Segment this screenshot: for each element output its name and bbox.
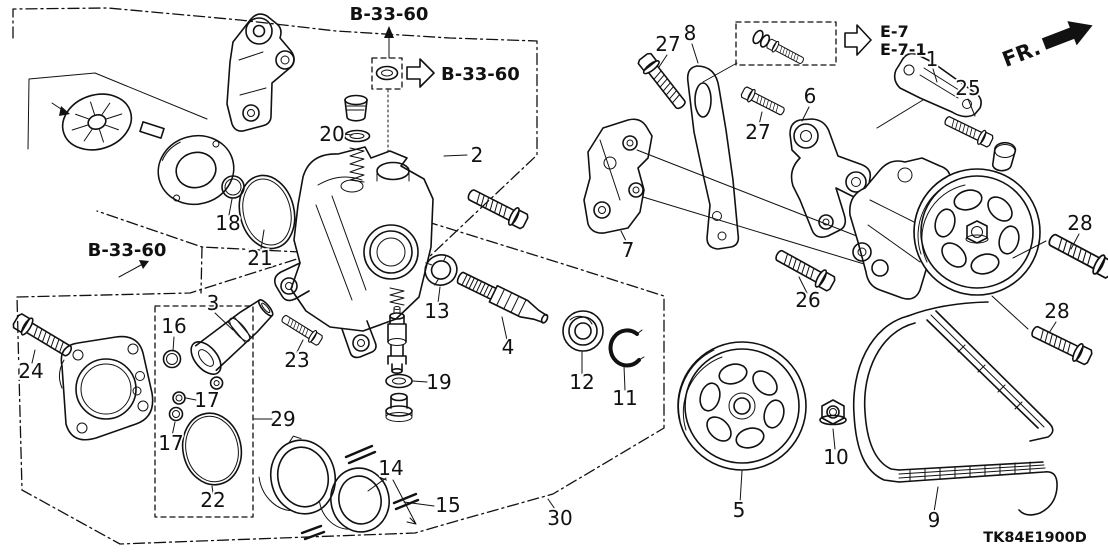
- callout-5: 5: [733, 498, 746, 522]
- callout-6: 6: [804, 84, 817, 108]
- callout-22: 22: [200, 488, 225, 512]
- callout-11: 11: [612, 386, 637, 410]
- callout-29: 29: [270, 407, 295, 431]
- callout-17a: 17: [194, 388, 219, 412]
- part-side-plate: [157, 134, 235, 206]
- ref-b3360-right: B-33-60: [441, 64, 520, 85]
- part-cam-ring: [258, 435, 337, 515]
- leader-lines: [31, 43, 1080, 513]
- part-pump-rotor: [61, 93, 133, 151]
- part-key: [139, 121, 165, 139]
- callout-27a: 27: [655, 32, 680, 56]
- callout-10: 10: [823, 445, 848, 469]
- b3360-top-arrowhead: [384, 26, 394, 38]
- part-control-valve: [387, 306, 407, 374]
- ref-b3360-top: B-33-60: [350, 4, 429, 25]
- b3360-block-arrow-icon: [406, 58, 435, 88]
- part-snap-ring-11: [608, 328, 645, 368]
- part-washer-19-inner: [392, 377, 406, 385]
- part-pump-pulley: [913, 168, 1041, 296]
- fr-arrow-icon: [1041, 21, 1093, 50]
- b3360-left-arrowhead: [139, 260, 149, 269]
- part-bracket-1: [876, 52, 982, 129]
- part-bracket-6: [789, 118, 872, 238]
- callout-14: 14: [378, 456, 403, 480]
- oring-small: [375, 65, 399, 81]
- part-oring-17b: [168, 406, 184, 422]
- part-plug-20-group: [343, 94, 371, 183]
- part-oring-17b-inner: [172, 410, 180, 418]
- part-oring-16-inner: [166, 353, 178, 365]
- part-oring-17a-inner: [175, 394, 183, 402]
- callout-13: 13: [424, 299, 449, 323]
- part-oring-22: [181, 412, 243, 486]
- callout-28b: 28: [1044, 299, 1069, 323]
- rotor-group-arrowhead: [59, 106, 70, 116]
- e7-block-arrow-icon: [844, 24, 872, 56]
- diagram-code: TK84E1900D: [983, 530, 1087, 546]
- callout-30: 30: [547, 506, 572, 530]
- callout-18: 18: [215, 211, 240, 235]
- callout-27b: 27: [745, 120, 770, 144]
- boundary-connector: [200, 246, 203, 294]
- part-valve-spring: [389, 287, 405, 306]
- part-washer-19: [385, 373, 413, 389]
- part-oring-16: [162, 349, 182, 369]
- callout-24: 24: [18, 359, 43, 383]
- callout-23: 23: [284, 348, 309, 372]
- callout-28a: 28: [1067, 211, 1092, 235]
- part-vanes-15: [300, 444, 420, 541]
- callout-15: 15: [435, 493, 460, 517]
- ref-e7-1: E-7-1: [880, 40, 926, 59]
- part-seal-13: [424, 254, 458, 286]
- e7-box: [735, 21, 837, 66]
- callout-17b: 17: [158, 431, 183, 455]
- part-inlet-joint: [190, 299, 274, 390]
- part-mount-bracket-7: [583, 118, 653, 234]
- part-rear-cover: [58, 335, 154, 441]
- callout-2: 2: [471, 143, 484, 167]
- part-pump-housing: [274, 146, 434, 359]
- part-oring-21: [238, 174, 296, 250]
- part-pulley-5: [677, 341, 807, 471]
- part-grommet: [385, 392, 413, 422]
- callout-16: 16: [161, 314, 186, 338]
- callout-9: 9: [928, 508, 941, 532]
- assembly-guide-lines-28: [991, 240, 1047, 330]
- part-bearing-12: [562, 310, 604, 352]
- callout-1: 1: [926, 47, 939, 71]
- part-oring-18-inner: [224, 178, 242, 196]
- b3360-oring-box: [371, 57, 403, 90]
- b3360-left-arrow-line: [118, 264, 142, 278]
- boundary-upper-subassembly: [12, 7, 538, 259]
- part-drive-belt: [852, 301, 1058, 516]
- callout-25: 25: [955, 76, 980, 100]
- callout-3: 3: [207, 291, 220, 315]
- part-ring-14: [319, 467, 390, 533]
- part-nut-10: [819, 399, 847, 426]
- part-oring-17a: [172, 391, 186, 405]
- callout-8: 8: [684, 21, 697, 45]
- callout-4: 4: [502, 335, 515, 359]
- oring-small-inner: [381, 69, 393, 77]
- ref-b3360-left: B-33-60: [88, 240, 167, 261]
- part-bracket-8: [686, 65, 740, 250]
- e7-special-bolt: [702, 29, 807, 83]
- callout-20: 20: [319, 122, 344, 146]
- callout-26: 26: [795, 288, 820, 312]
- part-drive-shaft: [456, 271, 549, 324]
- callout-19: 19: [426, 370, 451, 394]
- rotor-group-outline: [27, 72, 208, 150]
- part-top-bracket: [226, 13, 295, 132]
- ref-e7: E-7: [880, 22, 909, 41]
- callout-21: 21: [247, 246, 272, 270]
- callout-12: 12: [569, 370, 594, 394]
- seal-kit-box: [154, 305, 254, 518]
- callout-7: 7: [622, 238, 635, 262]
